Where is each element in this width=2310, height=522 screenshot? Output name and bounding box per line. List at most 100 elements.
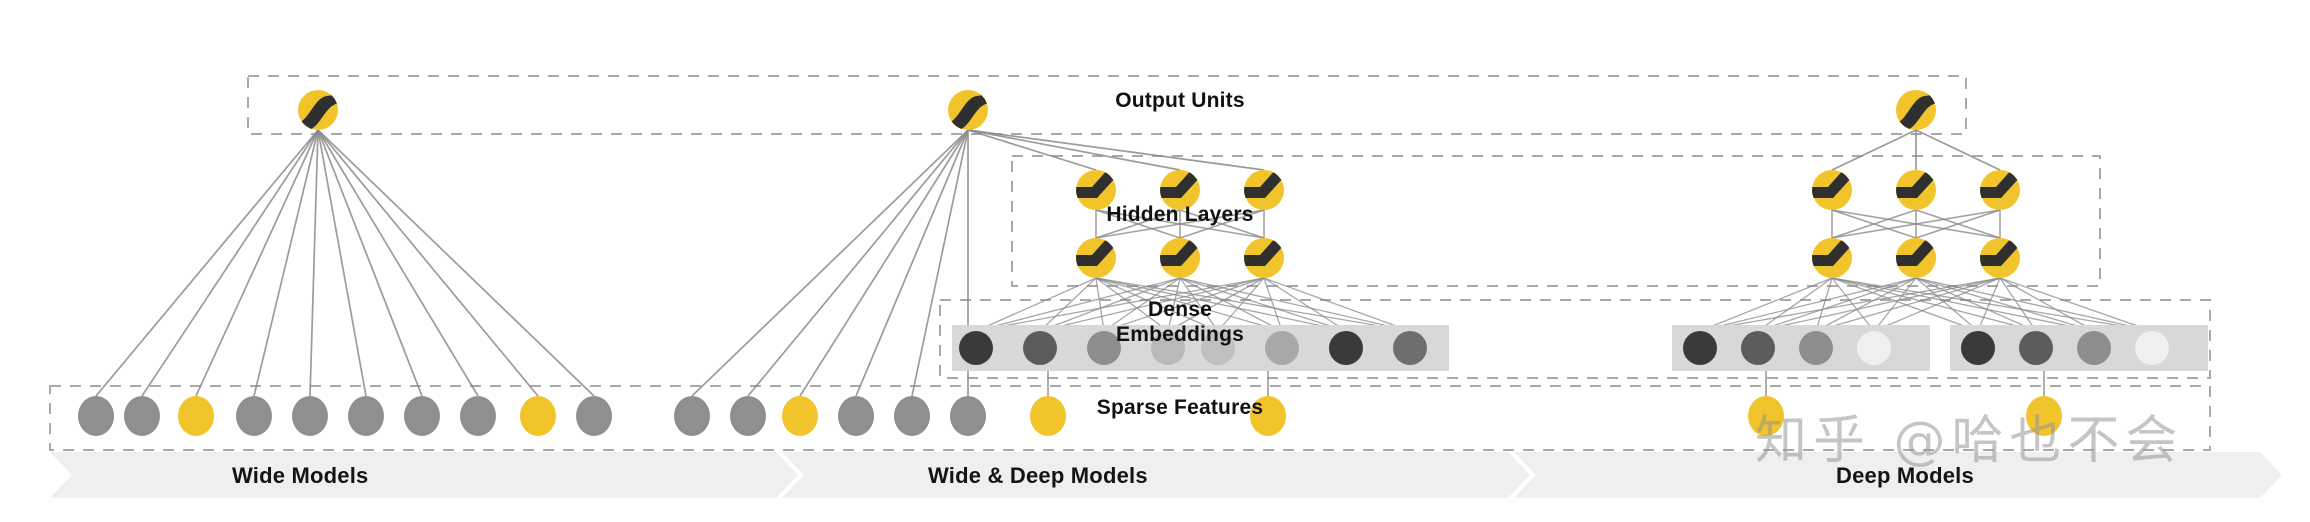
connection-edge xyxy=(1095,209,1265,239)
hidden-unit-deep-bottom-2[interactable] xyxy=(1979,236,2021,278)
sparse-feature-wide-2[interactable] xyxy=(178,396,214,436)
connection-edge xyxy=(1977,277,2001,332)
embed-group-4-cell-0[interactable] xyxy=(1961,331,1995,365)
connection-edge xyxy=(747,129,969,397)
hidden-unit-deep-bottom-1[interactable] xyxy=(1895,236,1937,278)
hidden-unit-wd-bottom-2[interactable] xyxy=(1243,236,1285,278)
relu-icon xyxy=(1076,238,1116,266)
sparse-feature-wide-6[interactable] xyxy=(404,396,440,436)
embed-group-4-cell-2[interactable] xyxy=(2077,331,2111,365)
embed-group-1-cell-1[interactable] xyxy=(1023,331,1057,365)
embed-group-3-cell-0[interactable] xyxy=(1683,331,1717,365)
sparse-feature-wide-0[interactable] xyxy=(78,396,114,436)
node-layer xyxy=(78,90,2169,436)
sparse-feature-wd-wide-0[interactable] xyxy=(674,396,710,436)
relu-icon xyxy=(1160,170,1200,198)
connection-edge xyxy=(967,129,1265,171)
connection-edge xyxy=(799,129,969,397)
relu-icon xyxy=(1076,170,1116,198)
banner-label-wide-models: Wide Models xyxy=(232,463,369,488)
relu-icon xyxy=(1244,238,1284,266)
sparse-feature-wide-9[interactable] xyxy=(576,396,612,436)
connection-edge xyxy=(967,129,1097,171)
sigmoid-icon xyxy=(1896,94,1936,130)
embed-group-2-cell-0[interactable] xyxy=(1201,331,1235,365)
sparse-feature-wd-wide-4[interactable] xyxy=(894,396,930,436)
connection-edge xyxy=(1831,277,2153,332)
embed-group-3-cell-1[interactable] xyxy=(1741,331,1775,365)
embed-group-4-cell-1[interactable] xyxy=(2019,331,2053,365)
connection-edge xyxy=(1831,277,2095,332)
connection-edge xyxy=(691,129,969,397)
sparse-feature-wide-3[interactable] xyxy=(236,396,272,436)
sparse-feature-wd-wide-3[interactable] xyxy=(838,396,874,436)
connection-edge xyxy=(1815,277,2001,332)
hidden-unit-wd-top-2[interactable] xyxy=(1243,168,1285,210)
hidden-unit-deep-top-0[interactable] xyxy=(1811,168,1853,210)
connection-edge xyxy=(1095,277,1105,332)
output-unit-deep[interactable] xyxy=(1894,90,1938,131)
relu-icon xyxy=(1980,238,2020,266)
connection-edge xyxy=(1831,129,1917,171)
connection-edge xyxy=(1263,277,1283,332)
embed-group-3-cell-3[interactable] xyxy=(1857,331,1891,365)
sparse-feature-wide-1[interactable] xyxy=(124,396,160,436)
edge-layer xyxy=(95,129,2153,397)
connection-edge xyxy=(1103,277,1265,332)
embed-group-2-cell-1[interactable] xyxy=(1265,331,1299,365)
hidden-unit-wd-bottom-0[interactable] xyxy=(1075,236,1117,278)
connection-edge xyxy=(1915,209,2001,239)
sparse-feature-wide-7[interactable] xyxy=(460,396,496,436)
output-unit-wide-and-deep[interactable] xyxy=(946,90,990,131)
sparse-feature-wd-wide-1[interactable] xyxy=(730,396,766,436)
hidden-unit-deep-top-2[interactable] xyxy=(1979,168,2021,210)
hidden-unit-wd-top-1[interactable] xyxy=(1159,168,1201,210)
connection-edge xyxy=(195,129,319,397)
connection-edge xyxy=(1263,277,1347,332)
sparse-feature-wd-deep-0[interactable] xyxy=(1030,396,1066,436)
relu-icon xyxy=(1812,238,1852,266)
embed-group-2-cell-3[interactable] xyxy=(1393,331,1427,365)
band-dense xyxy=(939,299,2211,379)
sparse-feature-wide-4[interactable] xyxy=(292,396,328,436)
hidden-unit-wd-bottom-1[interactable] xyxy=(1159,236,1201,278)
connection-edge xyxy=(1831,209,1917,239)
connection-edge xyxy=(1999,277,2095,332)
output-unit-wide[interactable] xyxy=(296,90,340,131)
hidden-unit-deep-top-1[interactable] xyxy=(1895,168,1937,210)
connection-edge xyxy=(1815,277,1833,332)
connection-edge xyxy=(1831,277,1979,332)
sparse-feature-wd-wide-5[interactable] xyxy=(950,396,986,436)
sparse-feature-deep-1[interactable] xyxy=(2026,396,2062,436)
embed-group-1-cell-3[interactable] xyxy=(1151,331,1185,365)
connection-edge xyxy=(975,277,1265,332)
connection-edge xyxy=(975,277,1097,332)
embed-group-2-cell-2[interactable] xyxy=(1329,331,1363,365)
connection-edge xyxy=(1915,129,2001,171)
connection-edge xyxy=(1095,277,1219,332)
embed-group-1-cell-0[interactable] xyxy=(959,331,993,365)
connection-edge xyxy=(253,129,319,397)
sparse-feature-wd-deep-1[interactable] xyxy=(1250,396,1286,436)
embed-group-1-cell-2[interactable] xyxy=(1087,331,1121,365)
band-hidden xyxy=(1011,155,2101,287)
sparse-feature-wide-8[interactable] xyxy=(520,396,556,436)
connection-edge xyxy=(317,129,479,397)
connection-edge xyxy=(1039,277,1265,332)
sparse-feature-deep-0[interactable] xyxy=(1748,396,1784,436)
sparse-feature-wd-wide-2[interactable] xyxy=(782,396,818,436)
embed-group-3-cell-2[interactable] xyxy=(1799,331,1833,365)
sparse-feature-wide-5[interactable] xyxy=(348,396,384,436)
hidden-unit-wd-top-0[interactable] xyxy=(1075,168,1117,210)
sigmoid-icon xyxy=(298,94,338,130)
hidden-unit-deep-bottom-0[interactable] xyxy=(1811,236,1853,278)
relu-icon xyxy=(1244,170,1284,198)
connection-edge xyxy=(1039,277,1181,332)
embed-group-4-cell-3[interactable] xyxy=(2135,331,2169,365)
band-output-wide xyxy=(247,75,1967,135)
connection-edge xyxy=(1915,277,2153,332)
connection-edge xyxy=(967,129,1181,171)
connection-edge xyxy=(1757,277,1833,332)
connection-edge xyxy=(1915,277,2037,332)
